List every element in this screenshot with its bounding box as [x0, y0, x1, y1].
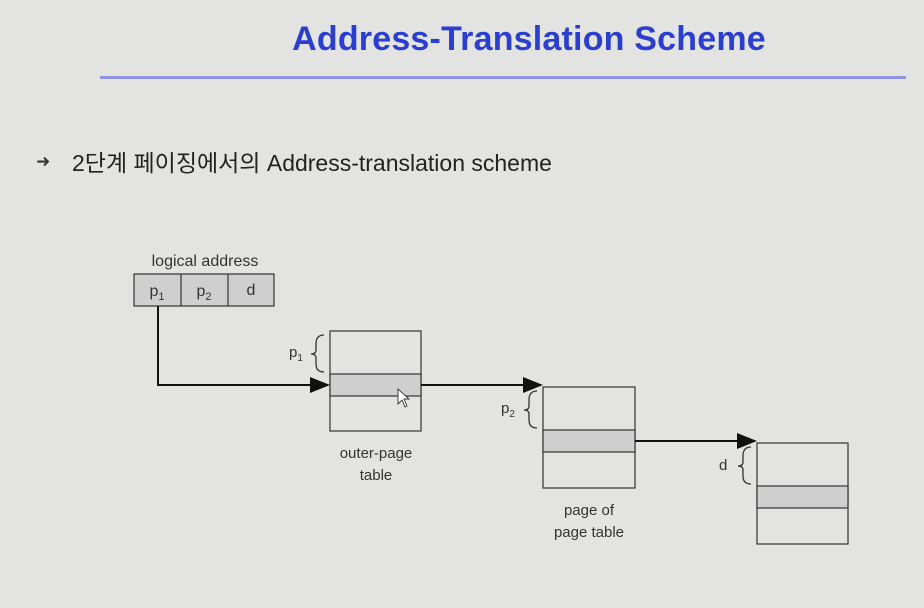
- outer-table-label-line1: outer-page: [340, 445, 413, 462]
- arrow-p1-to-outer-table: [157, 306, 330, 393]
- field-p1: p1: [149, 283, 164, 303]
- logical-address-label: logical address: [152, 253, 259, 270]
- brace-p2: [523, 390, 538, 429]
- brace-p2-label: p2: [501, 400, 515, 420]
- logical-address-box: [133, 273, 275, 307]
- outer-page-table: [329, 330, 422, 432]
- brace-p1: [310, 334, 325, 373]
- outer-table-label-line2: table: [360, 467, 393, 484]
- page-of-page-table: [542, 386, 636, 489]
- page-table-label-line2: page table: [554, 524, 624, 541]
- slide-title: Address-Translation Scheme: [292, 20, 766, 58]
- brace-p1-label: p1: [289, 344, 303, 364]
- mouse-cursor-icon: [397, 387, 411, 408]
- brace-d: [737, 446, 752, 485]
- title-underline: [100, 76, 906, 79]
- arrow-bullet-icon: ➜: [36, 152, 51, 171]
- page-table-label-line1: page of: [564, 502, 615, 519]
- physical-page: [756, 442, 849, 545]
- brace-d-label: d: [719, 457, 727, 474]
- bullet-text: 2단계 페이징에서의 Address-translation scheme: [72, 150, 552, 176]
- field-p2: p2: [196, 283, 211, 303]
- field-d: d: [247, 282, 256, 299]
